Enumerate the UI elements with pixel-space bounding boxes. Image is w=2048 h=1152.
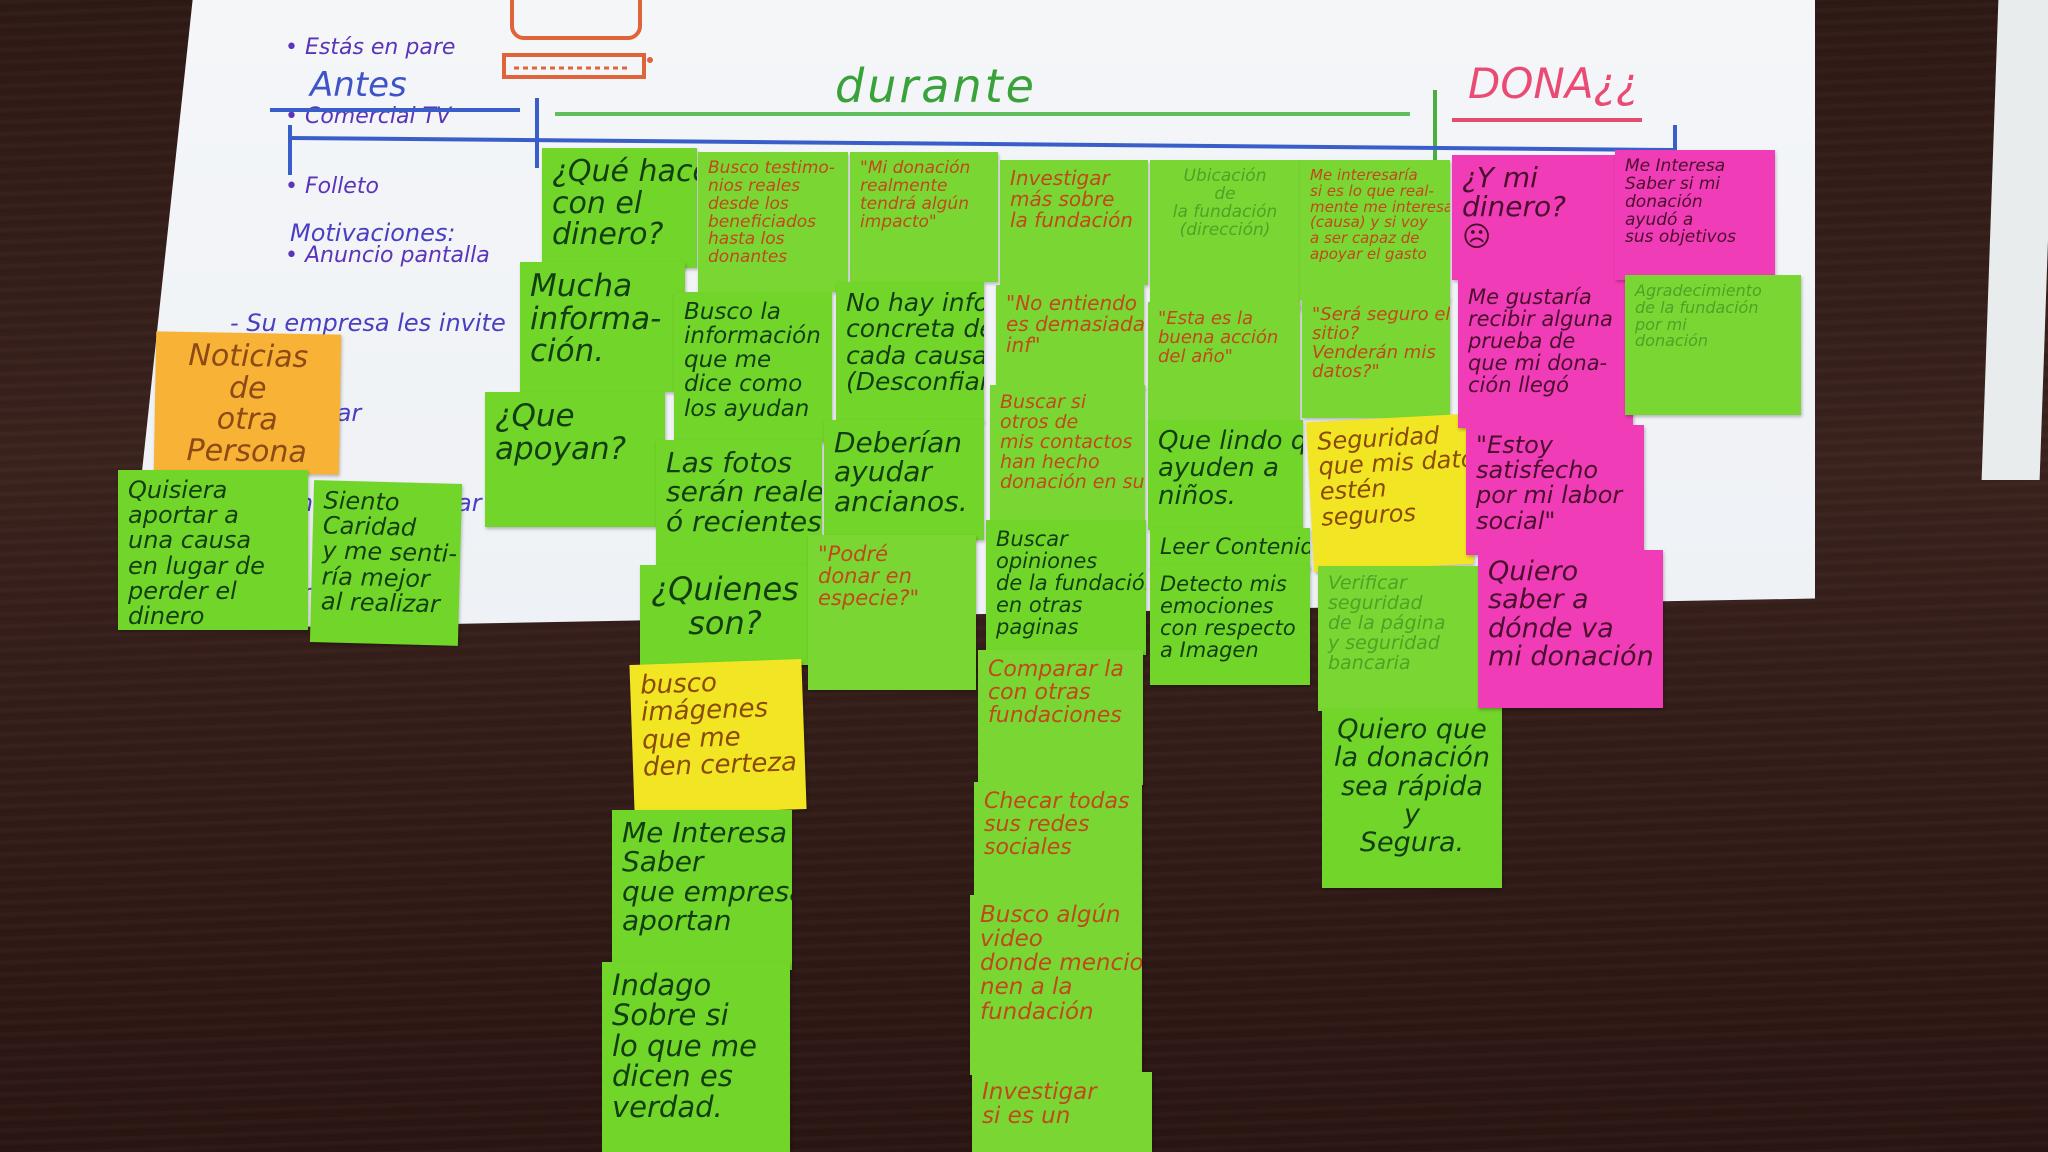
sticky-note: Me Interesa Saber que empresas aportan <box>612 810 792 970</box>
sticky-note: Agradecimiento de la fundación por mi do… <box>1625 275 1801 415</box>
channel-item: • Estás en pare <box>285 35 456 61</box>
sticky-note: "No entiendo es demasiada inf" <box>996 285 1144 390</box>
sticky-note: Busco testimo- nios reales desde los ben… <box>698 152 848 292</box>
phase-dona-title: DONA¿¿ <box>1468 59 1639 108</box>
sticky-note: Me Interesa Saber si mi donación ayudó a… <box>1615 150 1775 280</box>
sticky-note: Que lindo que ayuden a niños. <box>1148 420 1303 530</box>
sticky-note: Me gustaría recibir alguna prueba de que… <box>1458 278 1633 428</box>
sticky-note: Leer Contenido <box>1150 528 1310 570</box>
sticky-note: "Estoy satisfecho por mi labor social" <box>1466 425 1644 555</box>
sticky-note: Detecto mis emociones con respecto a Ima… <box>1150 565 1310 685</box>
sticky-note: Buscar si otros de mis contactos han hec… <box>990 385 1145 520</box>
sticky-note: ¿Quienes son? <box>640 565 810 665</box>
sticky-note: Quisiera aportar a una causa en lugar de… <box>118 470 308 630</box>
sticky-note: Investigar si es un <box>972 1072 1152 1152</box>
sticky-note: Quiero saber a dónde va mi donación <box>1478 550 1663 708</box>
sticky-note: Quiero que la donación sea rápida y Segu… <box>1322 708 1502 888</box>
channel-item: • Folleto <box>285 173 379 199</box>
computer-sketch-icon <box>502 0 653 79</box>
sticky-note: "Esta es la buena acción del año" <box>1148 302 1300 422</box>
sticky-note: Busco algún video donde mencio- nen a la… <box>970 895 1142 1075</box>
sticky-note: busco imágenes que me den certeza <box>629 659 807 815</box>
sticky-note: Verificar seguridad de la página y segur… <box>1318 566 1494 711</box>
sticky-note: Seguridad que mis datos estén seguros <box>1306 413 1474 573</box>
sticky-note: Las fotos serán reales ó recientes? <box>656 440 822 570</box>
sticky-note: Me interesaría si es lo que real- mente … <box>1300 160 1450 300</box>
timeline-tick-right <box>1673 125 1677 155</box>
motivations-heading: Motivaciones: <box>290 219 456 247</box>
sticky-note: Checar todas sus redes sociales <box>974 782 1142 897</box>
sticky-note: Indago Sobre si lo que me dicen es verda… <box>602 962 790 1152</box>
dona-underline <box>1452 118 1642 122</box>
sticky-note: Deberían ayudar ancianos. <box>824 420 984 540</box>
sticky-note: Buscar opiniones de la fundación en otra… <box>986 520 1146 655</box>
sticky-note: ¿Que apoyan? <box>485 392 665 527</box>
sticky-note: Noticias de otra Persona <box>153 331 342 475</box>
timeline-tick-left <box>288 125 292 175</box>
sticky-note: "Mi donación realmente tendrá algún impa… <box>850 152 998 282</box>
channel-item: • Anuncio pantalla <box>285 243 490 269</box>
timeline-tick-antes <box>535 98 539 168</box>
antes-underline <box>270 108 520 112</box>
sticky-note: ¿Y mi dinero? ☹ <box>1452 155 1630 280</box>
durante-underline <box>555 112 1410 116</box>
sticky-note: "Será seguro el sitio? Venderán mis dato… <box>1302 298 1450 418</box>
sticky-note: Mucha informa- ción. <box>520 262 685 392</box>
sticky-note: "Podré donar en especie?" <box>808 535 976 690</box>
sticky-note: No hay info concreta de cada causa (Desc… <box>836 282 984 422</box>
sticky-note: Ubicación de la fundación (dirección) <box>1150 160 1300 310</box>
durante-divider <box>1433 90 1437 160</box>
phase-antes-title: Antes <box>310 65 407 105</box>
sticky-note: Comparar la con otras fundaciones <box>978 650 1143 785</box>
sticky-note: Siento Caridad y me senti- ría mejor al … <box>309 480 463 646</box>
sticky-note: Busco la información que me dice como lo… <box>674 292 832 442</box>
channel-list: • Estás en pare • Comercial TV • Folleto… <box>285 0 490 290</box>
motivation-item: - Su empresa les invite <box>230 309 506 337</box>
sticky-note: Investigar más sobre la fundación <box>1000 160 1148 285</box>
phase-durante-title: durante <box>835 59 1037 113</box>
sticky-note: ¿Qué hacen con el dinero? <box>542 148 697 268</box>
